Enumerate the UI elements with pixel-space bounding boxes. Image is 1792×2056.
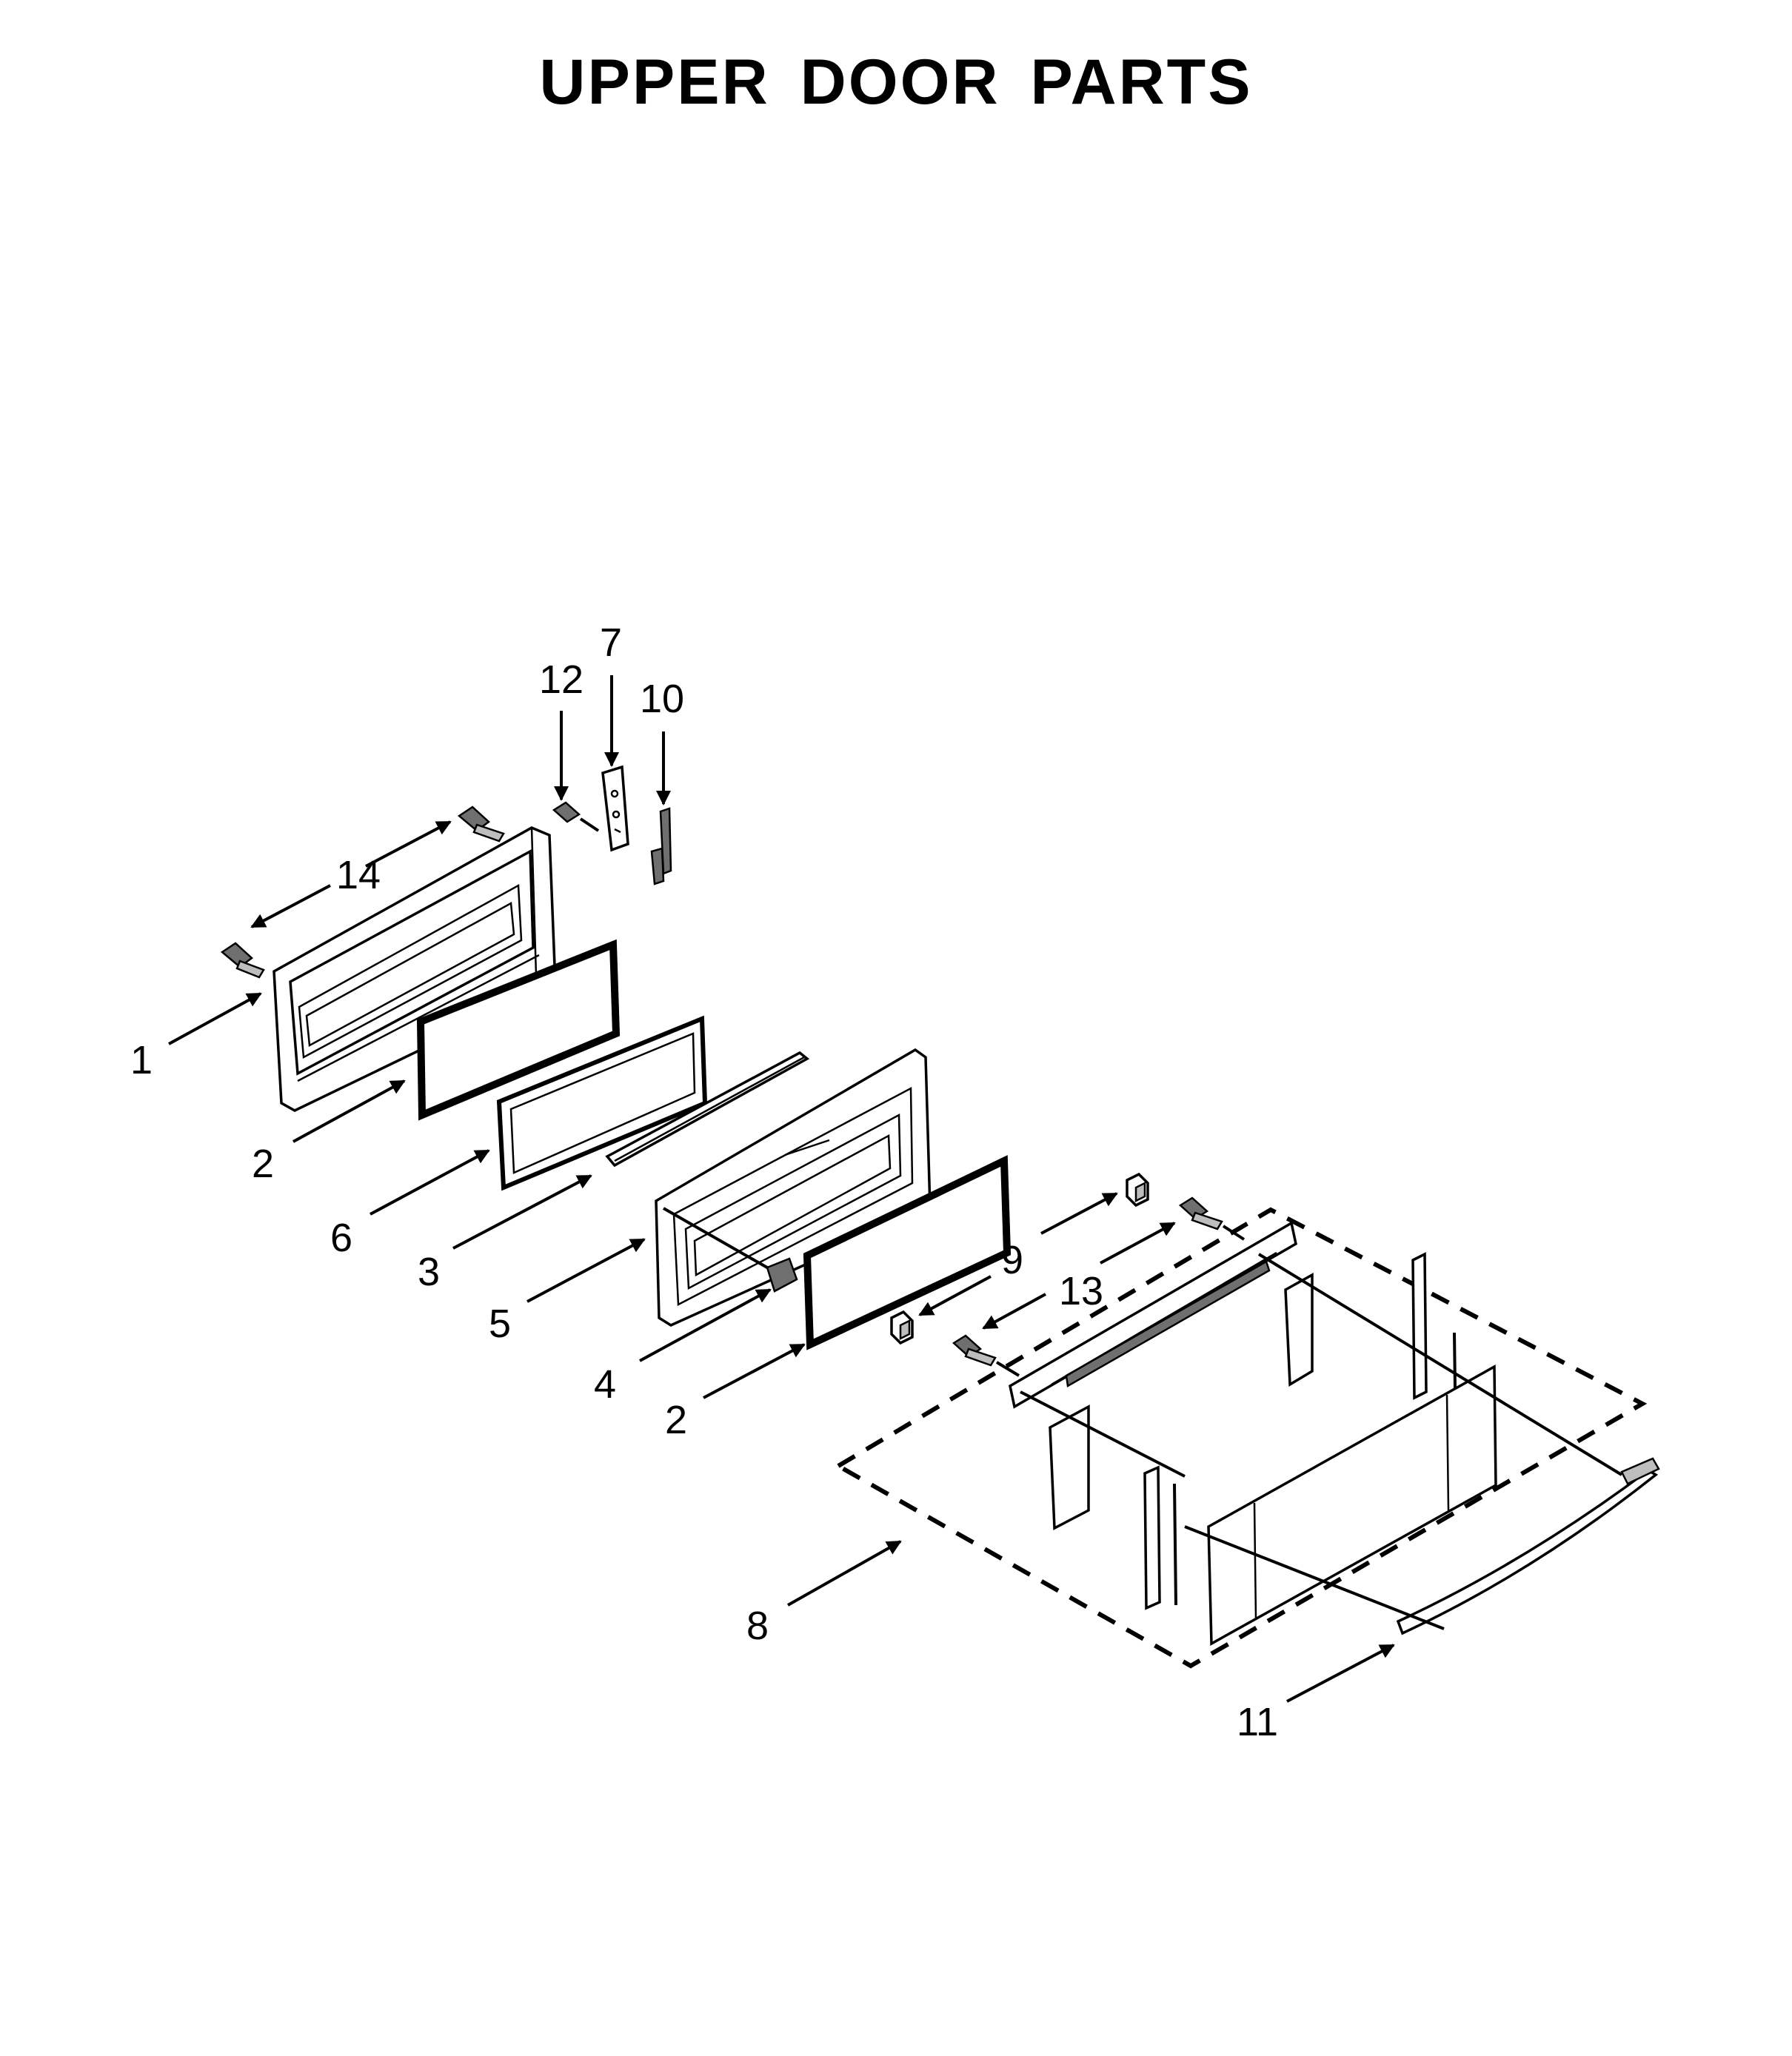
callout-13: 13 — [1059, 1269, 1103, 1313]
hinge-pin — [650, 807, 672, 885]
screw-part-4 — [663, 1207, 798, 1293]
outer-door-assembly — [834, 1207, 1660, 1669]
callout-12: 12 — [539, 657, 584, 702]
callout-11: 11 — [1237, 1700, 1278, 1744]
callout-7: 7 — [600, 620, 622, 665]
screw-part-14-upper — [457, 806, 505, 843]
callout-4: 4 — [594, 1362, 616, 1407]
callout-2-upper: 2 — [252, 1142, 274, 1186]
callout-arrows — [168, 675, 1395, 1703]
callout-9: 9 — [1001, 1238, 1023, 1282]
callout-2-lower: 2 — [665, 1398, 687, 1442]
page-title: UPPER DOOR PARTS — [539, 47, 1253, 118]
callout-14: 14 — [336, 853, 381, 897]
door-strip — [605, 1051, 810, 1168]
clip-lower — [890, 1310, 914, 1345]
screw-part-14-lower — [220, 942, 265, 979]
inner-door-liner — [655, 1048, 932, 1327]
callout-3: 3 — [418, 1250, 440, 1294]
hinge-bracket — [601, 765, 629, 852]
clip-upper — [1126, 1172, 1149, 1208]
callout-5: 5 — [489, 1302, 511, 1346]
inner-glass-panel-lower — [803, 1155, 1012, 1350]
callout-8: 8 — [746, 1604, 769, 1648]
screw-part-12 — [552, 801, 600, 832]
callout-6: 6 — [330, 1216, 352, 1260]
callout-labels: 1 2 6 3 5 4 2 7 12 10 14 9 13 8 11 — [130, 620, 1278, 1744]
screw-part-13-lower — [952, 1334, 1020, 1377]
inner-glass-panel-upper — [416, 939, 621, 1121]
callout-10: 10 — [640, 677, 684, 721]
callout-1: 1 — [130, 1038, 153, 1082]
